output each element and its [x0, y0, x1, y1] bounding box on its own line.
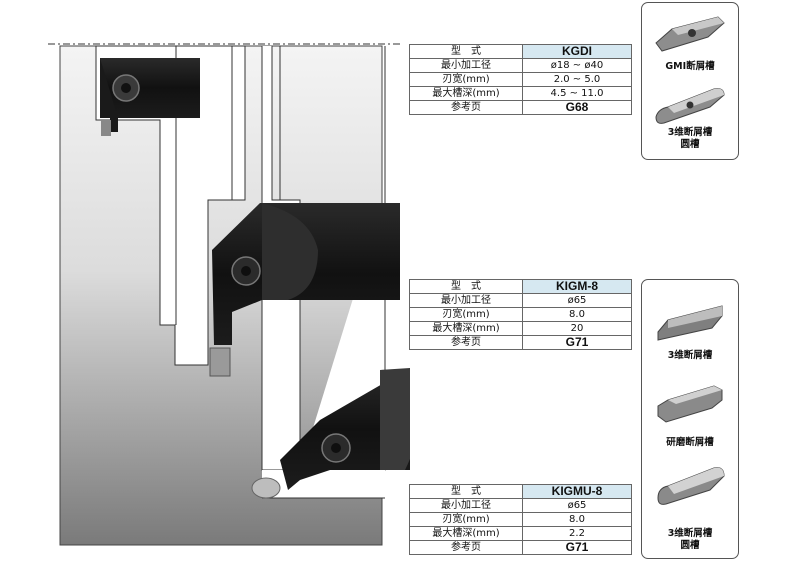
value-min-diameter: ø18 ~ ø40	[522, 58, 632, 73]
table-row: 最小加工径 ø18 ~ ø40	[409, 58, 632, 73]
table-row: 参考页 G71	[409, 335, 632, 350]
value-ref-page: G71	[522, 540, 632, 555]
value-model: KIGM-8	[522, 279, 632, 294]
table-row: 型 式 KIGM-8	[409, 279, 632, 294]
value-ref-page: G71	[522, 335, 632, 350]
table-row: 刃宽(mm) 8.0	[409, 307, 632, 322]
label-width: 刃宽(mm)	[409, 512, 523, 527]
label-model: 型 式	[409, 484, 523, 499]
label-min-diameter: 最小加工径	[409, 58, 523, 73]
spec-table-kgdi: 型 式 KGDI 最小加工径 ø18 ~ ø40 刃宽(mm) 2.0 ~ 5.…	[409, 44, 632, 115]
table-row: 参考页 G71	[409, 540, 632, 555]
value-width: 8.0	[522, 307, 632, 322]
spec-table-kigm: 型 式 KIGM-8 最小加工径 ø65 刃宽(mm) 8.0 最大槽深(mm)…	[409, 279, 632, 350]
insert-image-3d-round	[657, 467, 725, 505]
label-ref-page: 参考页	[409, 100, 523, 115]
insert-caption: 3维断屑槽	[667, 350, 713, 361]
table-row: 最小加工径 ø65	[409, 293, 632, 308]
insert-image-3d	[657, 305, 723, 341]
value-max-depth: 2.2	[522, 526, 632, 541]
table-row: 刃宽(mm) 2.0 ~ 5.0	[409, 72, 632, 87]
table-row: 最大槽深(mm) 2.2	[409, 526, 632, 541]
table-row: 型 式 KGDI	[409, 44, 632, 59]
insert-image-ground	[657, 385, 723, 423]
spec-table-kigmu: 型 式 KIGMU-8 最小加工径 ø65 刃宽(mm) 8.0 最大槽深(mm…	[409, 484, 632, 555]
label-width: 刃宽(mm)	[409, 72, 523, 87]
table-row: 参考页 G68	[409, 100, 632, 115]
bore-cavity	[95, 45, 246, 366]
insert-caption: 3维断屑槽 圆槽	[667, 127, 713, 150]
label-min-diameter: 最小加工径	[409, 293, 523, 308]
boring-bar-kigmu	[280, 368, 410, 490]
value-max-depth: 4.5 ~ 11.0	[522, 86, 632, 101]
insert-box-bottom: 3维断屑槽 研磨断屑槽 3维断屑槽 圆槽	[641, 279, 739, 559]
insert-box-top: GMI断屑槽 3维断屑槽 圆槽	[641, 2, 739, 160]
value-min-diameter: ø65	[522, 293, 632, 308]
label-min-diameter: 最小加工径	[409, 498, 523, 513]
value-min-diameter: ø65	[522, 498, 632, 513]
table-row: 刃宽(mm) 8.0	[409, 512, 632, 527]
insert-caption: 3维断屑槽 圆槽	[667, 528, 713, 551]
value-ref-page: G68	[522, 100, 632, 115]
label-model: 型 式	[409, 279, 523, 294]
value-model: KGDI	[522, 44, 632, 59]
value-max-depth: 20	[522, 321, 632, 336]
insert-image-3d-round	[655, 88, 725, 124]
table-row: 最大槽深(mm) 20	[409, 321, 632, 336]
table-row: 型 式 KIGMU-8	[409, 484, 632, 499]
label-max-depth: 最大槽深(mm)	[409, 526, 523, 541]
insert-caption: 研磨断屑槽	[666, 437, 714, 448]
insert-image-gmi	[655, 16, 725, 52]
value-width: 2.0 ~ 5.0	[522, 72, 632, 87]
value-model: KIGMU-8	[522, 484, 632, 499]
boring-illustration	[48, 43, 410, 546]
label-width: 刃宽(mm)	[409, 307, 523, 322]
label-ref-page: 参考页	[409, 540, 523, 555]
label-model: 型 式	[409, 44, 523, 59]
value-width: 8.0	[522, 512, 632, 527]
label-max-depth: 最大槽深(mm)	[409, 321, 523, 336]
table-row: 最大槽深(mm) 4.5 ~ 11.0	[409, 86, 632, 101]
table-row: 最小加工径 ø65	[409, 498, 632, 513]
label-max-depth: 最大槽深(mm)	[409, 86, 523, 101]
insert-caption: GMI断屑槽	[665, 61, 715, 72]
label-ref-page: 参考页	[409, 335, 523, 350]
